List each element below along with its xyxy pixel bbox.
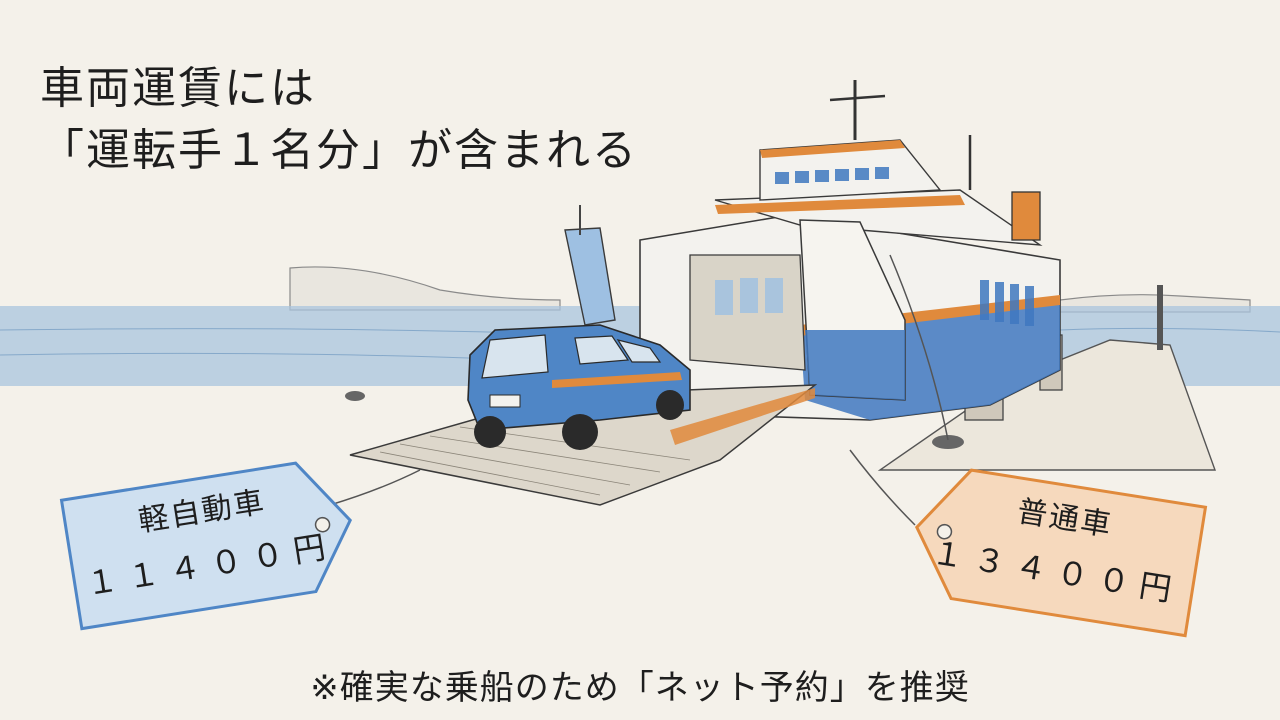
headline-line-2: 「運転手１名分」が含まれる: [40, 125, 638, 176]
headline: 車両運賃には 「運転手１名分」が含まれる: [40, 58, 638, 182]
headline-line-1: 車両運賃には: [40, 63, 316, 114]
mooring-ropes: [329, 254, 949, 526]
footnote: ※確実な乗船のため「ネット予約」を推奨: [310, 668, 970, 708]
car: [467, 324, 691, 450]
ferry: [564, 80, 1061, 421]
price-tag-standard-shape: [914, 468, 1208, 638]
price-tag-kei-shape: [59, 461, 353, 631]
